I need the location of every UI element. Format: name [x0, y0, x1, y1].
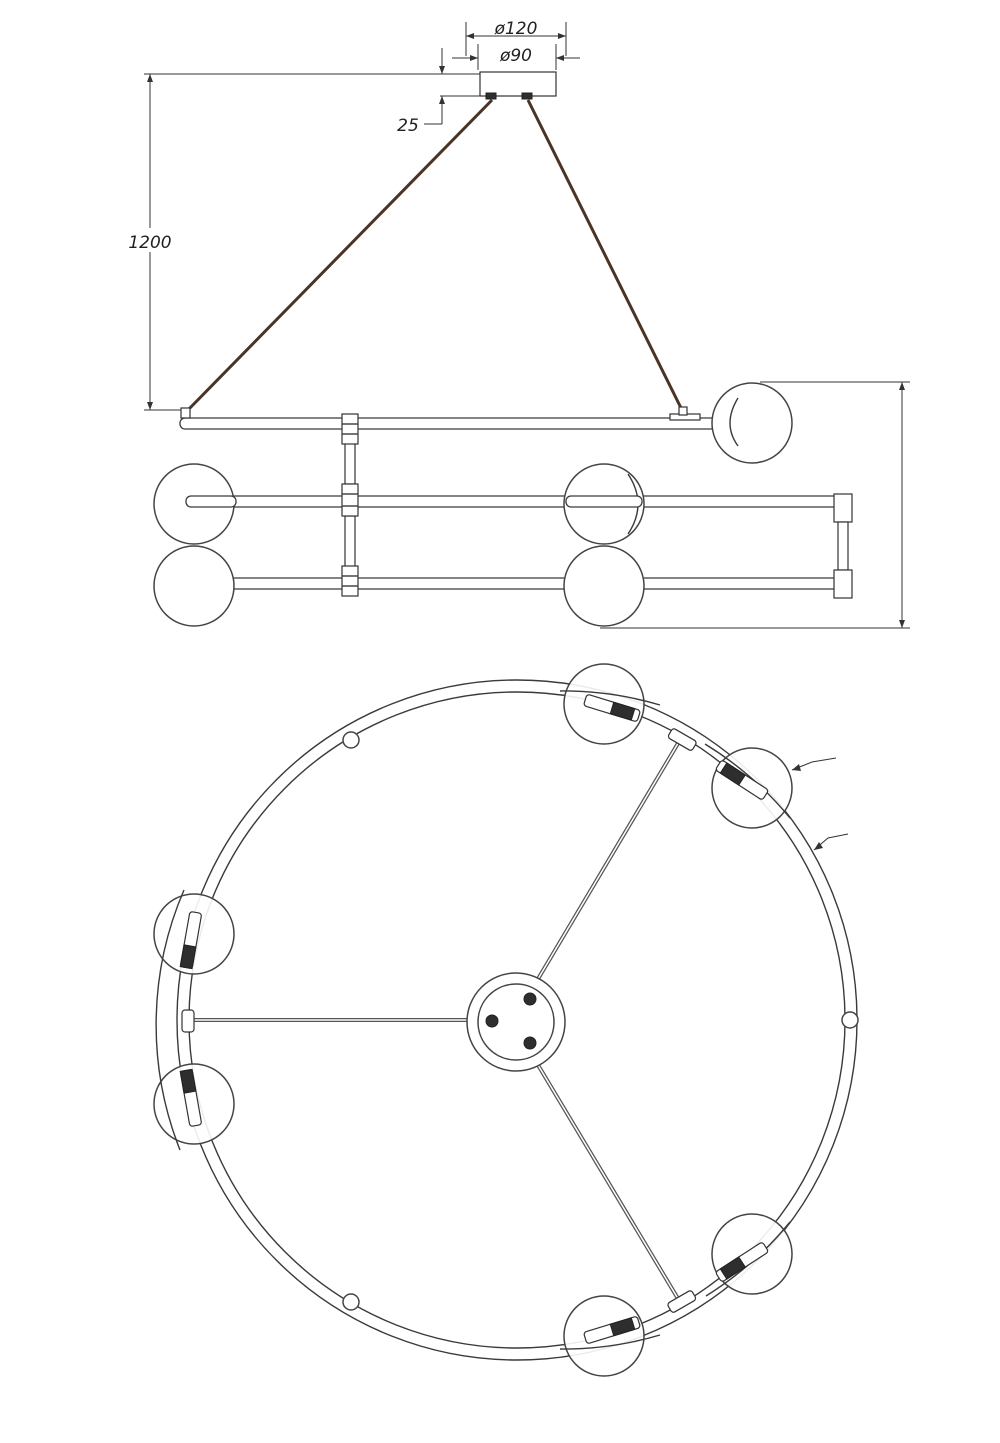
outer-diameter-label: ø120 — [494, 19, 538, 39]
dimension-outer-diameter: ø120 — [465, 19, 567, 56]
socket-6 — [583, 1316, 641, 1344]
globe-bottom-right — [563, 545, 645, 627]
socket-5 — [715, 1242, 769, 1282]
ring-joint-2 — [841, 1011, 859, 1029]
suspension-cables — [184, 98, 686, 415]
side-view: ø120 ø90 25 — [118, 19, 910, 629]
cable-anchor-left — [180, 407, 191, 419]
spoke-clip-bottom — [667, 1290, 697, 1313]
bottom-ring-rod — [181, 577, 851, 590]
cable-clamp-left — [485, 92, 497, 100]
mount-point-2 — [485, 1014, 499, 1028]
cable-clamp-right — [521, 92, 533, 100]
dimension-inner-diameter: ø90 — [452, 44, 580, 70]
ring-joint-1 — [342, 731, 360, 749]
socket-3 — [179, 911, 202, 970]
inner-diameter-label: ø90 — [499, 46, 532, 66]
spoke-clip-left — [181, 1009, 195, 1033]
ring-joint-3 — [342, 1293, 360, 1311]
socket-4 — [179, 1068, 202, 1127]
socket-1 — [583, 694, 641, 722]
connector-middle — [341, 483, 359, 517]
lamp-sockets — [179, 694, 769, 1344]
globe-bottom-left — [153, 545, 235, 627]
dimension-suspension-height: 1200 — [118, 73, 480, 411]
mount-point-1 — [523, 992, 537, 1006]
top-ring-rod — [179, 417, 721, 430]
connector-top — [341, 413, 359, 445]
suspension-height-value: 1200 — [128, 233, 171, 253]
connector-bottom — [341, 565, 359, 597]
middle-ring-rod — [181, 495, 851, 508]
mount-point-3 — [523, 1036, 537, 1050]
dimension-fixture-height — [600, 381, 910, 629]
spoke-clip-top — [667, 728, 697, 751]
canopy-height-label: 25 — [397, 116, 419, 136]
globe-top-right — [711, 382, 793, 464]
vertical-spine — [341, 413, 359, 597]
spokes — [190, 738, 682, 1304]
canopy — [479, 71, 557, 97]
right-bracket — [833, 493, 853, 599]
leader-lines — [791, 757, 849, 851]
socket-2 — [715, 760, 769, 800]
top-view — [153, 663, 859, 1377]
